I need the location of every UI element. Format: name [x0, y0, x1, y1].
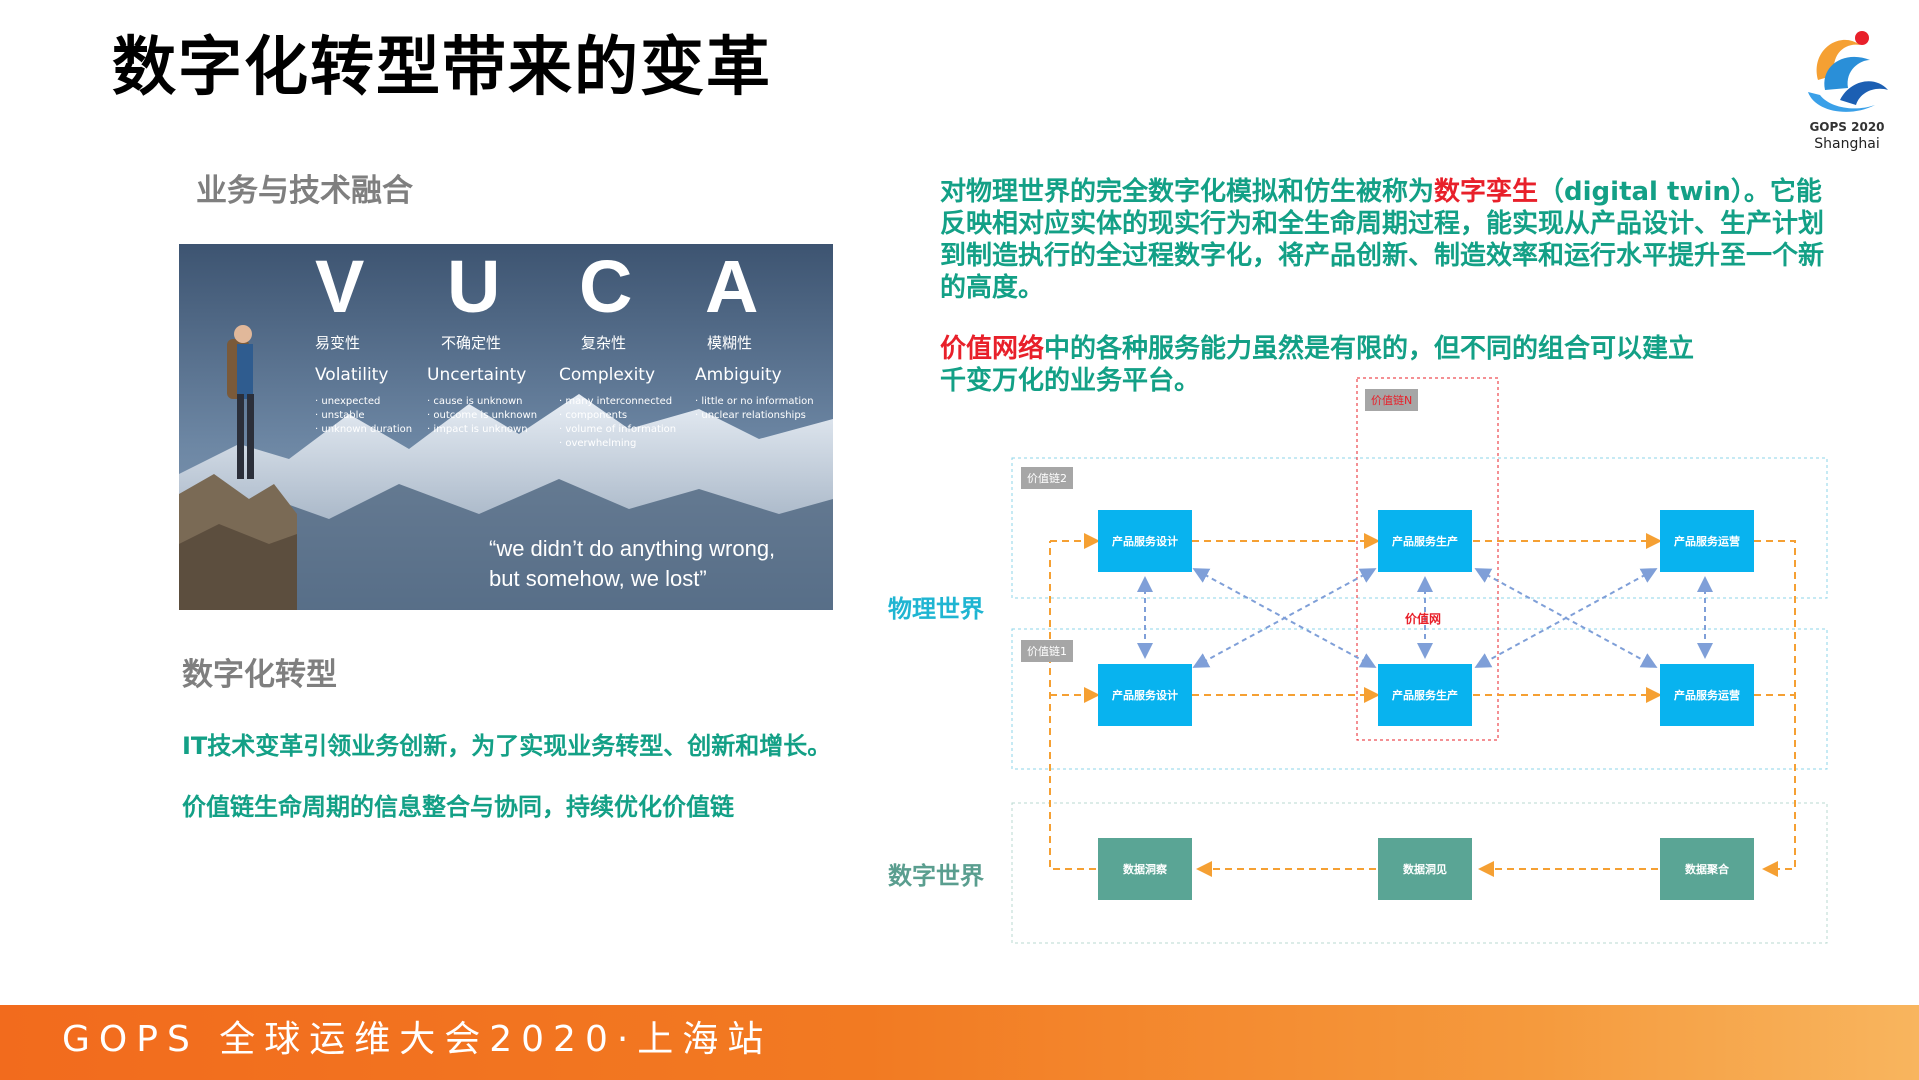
label-digital-world: 数字世界 — [888, 862, 984, 890]
node-production-chain1: 产品服务生产 — [1378, 664, 1472, 726]
node-design-chain2: 产品服务设计 — [1098, 510, 1192, 572]
point-value-chain: 价值链生命周期的信息整合与协同，持续优化价值链 — [182, 793, 734, 821]
footer-bar — [0, 1005, 1919, 1080]
section-heading-business-tech: 业务与技术融合 — [196, 173, 413, 209]
vuca-column-a: A 模糊性 Ambiguity little or no information… — [695, 250, 814, 423]
diagram-lines — [1011, 377, 1828, 944]
section-heading-digital-transformation: 数字化转型 — [182, 657, 337, 693]
logo-year: GOPS 2020 — [1809, 120, 1885, 134]
vuca-image: V 易变性 Volatility unexpected unstable unk… — [179, 244, 833, 610]
node-operation-chain2: 产品服务运营 — [1660, 510, 1754, 572]
paragraph-value-network: 价值网络中的各种服务能力虽然是有限的，但不同的组合可以建立千变万化的业务平台。 — [940, 334, 1695, 396]
tag-value-chain-1: 价值链1 — [1021, 640, 1073, 662]
gops-logo-icon — [1808, 31, 1888, 112]
highlight-digital-twin: 数字孪生 — [1434, 177, 1539, 207]
mountain-photo-background — [179, 244, 833, 610]
value-network-diagram: 价值链N 价值链2 价值链1 价值网 产品服务设计 产品服务生产 产品服务运营 … — [880, 375, 1840, 955]
paragraph-digital-twin: 对物理世界的完全数字化模拟和仿生被称为数字孪生（digital twin）。它能… — [940, 177, 1825, 303]
point-it-innovation: IT技术变革引领业务创新，为了实现业务转型、创新和增长。 — [182, 732, 832, 760]
node-design-chain1: 产品服务设计 — [1098, 664, 1192, 726]
hiker-figure — [227, 325, 254, 479]
node-production-chain2: 产品服务生产 — [1378, 510, 1472, 572]
gops-logo — [1790, 20, 1900, 160]
highlight-value-network: 价值网络 — [940, 334, 1045, 364]
label-physical-world: 物理世界 — [888, 595, 984, 623]
vuca-column-v: V 易变性 Volatility unexpected unstable unk… — [315, 250, 412, 437]
vuca-column-c: C 复杂性 Complexity many interconnected com… — [559, 250, 676, 451]
vuca-quote: “we didn’t do anything wrong, but someho… — [489, 536, 776, 591]
vuca-column-u: U 不确定性 Uncertainty cause is unknown outc… — [427, 250, 537, 437]
node-data-aggregation: 数据聚合 — [1660, 838, 1754, 900]
tag-value-chain-2: 价值链2 — [1021, 467, 1073, 489]
node-data-insight: 数据洞察 — [1098, 838, 1192, 900]
tag-value-chain-n: 价值链N — [1365, 389, 1419, 411]
node-data-view: 数据洞见 — [1378, 838, 1472, 900]
page-title: 数字化转型带来的变革 — [112, 31, 772, 105]
node-operation-chain1: 产品服务运营 — [1660, 664, 1754, 726]
logo-city: Shanghai — [1814, 136, 1880, 152]
footer-text: GOPS 全球运维大会2020·上海站 — [62, 1019, 773, 1060]
label-value-network: 价值网 — [1405, 612, 1442, 626]
